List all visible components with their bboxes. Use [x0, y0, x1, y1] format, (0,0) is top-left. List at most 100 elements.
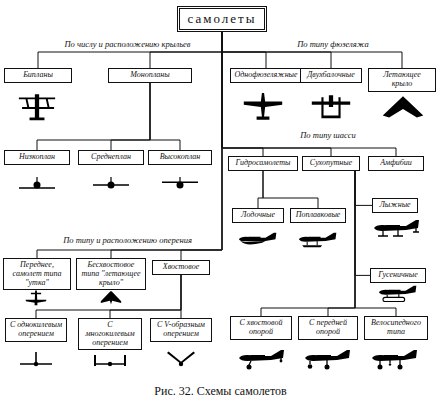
high-wing-icon [162, 177, 198, 189]
category-box: Однофюзеляжные [230, 68, 302, 83]
node-label: Гусеничные [374, 271, 422, 280]
node-label: С многокилевым оперением [82, 321, 138, 347]
bicycle-gear-icon [372, 350, 417, 370]
node-label: Лодочные [236, 211, 280, 220]
node-label: Поплавковые [294, 211, 342, 220]
tree-connector [38, 32, 222, 68]
single-fin-icon [20, 352, 52, 366]
tree-connector [222, 32, 402, 68]
category-box: Гусеничные [370, 268, 426, 283]
category-box: Среднеплан [78, 150, 144, 165]
nose-wheel-icon [305, 350, 350, 370]
group-heading: По числу и расположению крыльев [63, 39, 191, 49]
single-fuselage-icon [244, 93, 282, 120]
node-label: Однофюзеляжные [234, 71, 298, 80]
node-label: Двухбалочные [304, 71, 358, 80]
category-box: С хвостовой опорой [230, 316, 292, 340]
tree-connector [222, 32, 331, 68]
group-heading: По типу и расположению оперения [62, 235, 193, 245]
group-heading-wrap: По типу шасси [283, 131, 373, 140]
root-box: самолеты [177, 6, 267, 32]
tree-connector [355, 171, 370, 276]
node-label: С передней опорой [302, 319, 354, 337]
tree-connector [150, 32, 222, 68]
tree-connector [222, 32, 266, 68]
tree-connector [258, 171, 263, 208]
group-heading-wrap: По типу и расположению оперения [40, 236, 215, 245]
node-label: Лыжные [376, 201, 414, 210]
tree-connector [222, 32, 396, 156]
category-box: Лыжные [372, 198, 418, 213]
tail-wheel-icon [239, 350, 284, 370]
canard-icon [26, 291, 46, 306]
category-box: С V-образным оперением [150, 318, 212, 342]
twin-fin-icon [94, 355, 126, 366]
ski-plane-icon [374, 220, 419, 236]
node-label: С хвостовой опорой [234, 319, 288, 337]
category-box: Амфибии [368, 156, 424, 171]
tree-connector [111, 83, 150, 150]
category-box: Сухопутные [302, 156, 360, 171]
mid-wing-icon [93, 177, 129, 189]
node-label: Сухопутные [306, 159, 356, 168]
tailless-icon [101, 291, 121, 304]
node-label: Переднее, самолет типа "утка" [7, 261, 67, 287]
category-box: С многокилевым оперением [78, 318, 142, 350]
flying-wing-icon [383, 96, 424, 117]
category-box: Гидросамолеты [228, 156, 298, 171]
twin-boom-icon [312, 95, 350, 118]
category-box: Летающее крыло [368, 68, 436, 92]
category-box: Бесхвостовое типа "летающее крыло" [76, 258, 146, 290]
node-label: Бипланы [8, 71, 68, 80]
category-box: Двухбалочные [300, 68, 362, 83]
category-box: С однокилевым оперением [5, 318, 67, 342]
biplane-icon [19, 94, 55, 120]
figure-caption: Рис. 32. Схемы самолетов [0, 384, 441, 399]
node-label: Высокоплан [152, 153, 208, 162]
tree-connector [37, 32, 222, 258]
node-label: Хвостовое [156, 263, 206, 272]
category-box: Хвостовое [152, 260, 210, 275]
tree-connector [111, 32, 222, 258]
tree-connector [355, 171, 396, 316]
category-box: Бипланы [4, 68, 72, 83]
tree-connector [37, 83, 150, 150]
node-label: самолеты [184, 11, 260, 27]
group-heading: По типу шасси [299, 130, 357, 140]
tree-connector [150, 83, 180, 150]
group-heading: По типу фюзеляжа [296, 39, 370, 49]
node-label: Гидросамолеты [232, 159, 294, 168]
node-label: С однокилевым оперением [9, 321, 63, 339]
node-label: Летающее крыло [372, 71, 432, 89]
flying-boat-icon [239, 233, 277, 245]
node-label: Велосипедного типа [368, 319, 424, 337]
category-box: Высокоплан [148, 150, 212, 165]
float-plane-icon [299, 233, 337, 248]
v-tail-icon [167, 352, 195, 367]
category-box: Переднее, самолет типа "утка" [3, 258, 71, 290]
category-box: С передней опорой [298, 316, 358, 340]
category-box: Монопланы [108, 68, 192, 83]
tree-connector [181, 32, 222, 260]
category-box: Велосипедного типа [364, 316, 428, 340]
tree-connector [355, 171, 372, 206]
category-box: Поплавковые [290, 208, 346, 223]
node-label: С V-образным оперением [154, 321, 208, 339]
tracked-plane-icon [379, 286, 417, 302]
node-label: Низкоплан [8, 153, 66, 162]
group-heading-wrap: По типу фюзеляжа [278, 40, 388, 49]
category-box: Лодочные [232, 208, 284, 223]
tree-connector [222, 32, 263, 156]
tree-connector [263, 171, 318, 208]
category-box: Низкоплан [4, 150, 70, 165]
low-wing-icon [19, 177, 55, 189]
node-label: Амфибии [372, 159, 420, 168]
group-heading-wrap: По числу и расположению крыльев [40, 40, 215, 49]
node-label: Бесхвостовое типа "летающее крыло" [80, 261, 142, 287]
tree-connector [181, 275, 182, 318]
aircraft-icons [19, 93, 423, 369]
node-label: Среднеплан [82, 153, 140, 162]
node-label: Монопланы [112, 71, 188, 80]
